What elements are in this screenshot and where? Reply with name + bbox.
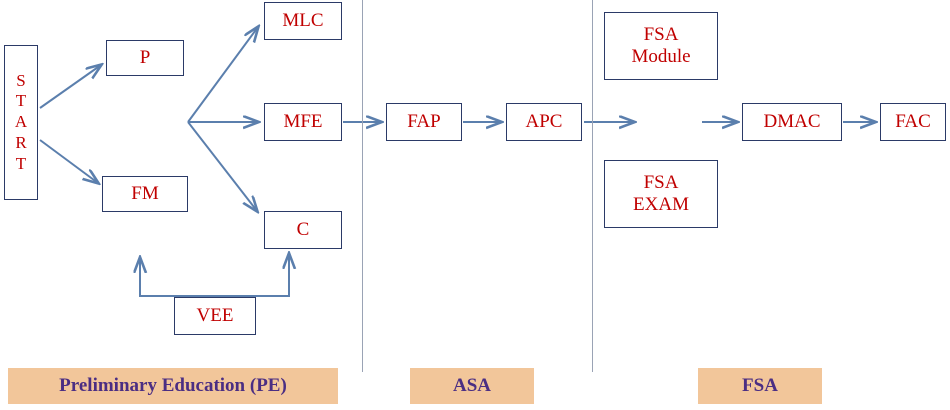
node-fm[interactable]: FM [102,176,188,212]
divider-asa-fsa [592,0,593,372]
node-fac[interactable]: FAC [880,103,946,141]
arrow-start-to-fm [39,139,98,183]
node-fap[interactable]: FAP [386,103,462,141]
phase-label-fsa: FSA [698,368,822,404]
node-dmac[interactable]: DMAC [742,103,842,141]
arrow-vee-to-fm [140,258,215,297]
node-start[interactable]: S T A R T [4,45,38,200]
phase-label-asa: ASA [410,368,534,404]
node-c[interactable]: C [264,211,342,249]
arrow-fork-to-mlc [187,27,258,123]
divider-pe-asa [362,0,363,372]
arrow-start-to-p [39,65,101,109]
node-apc[interactable]: APC [506,103,582,141]
node-vee[interactable]: VEE [174,297,256,335]
node-mfe[interactable]: MFE [264,103,342,141]
phase-label-pe: Preliminary Education (PE) [8,368,338,404]
node-p[interactable]: P [106,40,184,76]
node-fsa-exam[interactable]: FSA EXAM [604,160,718,228]
arrow-vee-to-c [215,254,289,297]
node-mlc[interactable]: MLC [264,2,342,40]
arrow-fork-to-c [187,121,257,211]
node-fsa-module[interactable]: FSA Module [604,12,718,80]
